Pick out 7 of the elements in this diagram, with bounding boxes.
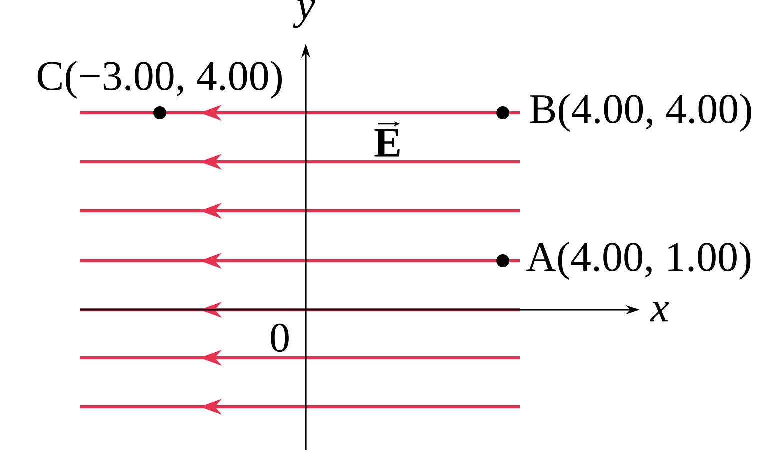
field-label: E: [374, 129, 400, 157]
point-label: C(−3.00, 4.00): [38, 60, 282, 100]
origin-label: 0: [271, 324, 289, 352]
axis-label: y: [293, 0, 316, 28]
point-label: A(4.00, 1.00): [526, 242, 751, 280]
axis-label: x: [650, 302, 670, 322]
point-label: B(4.00, 4.00): [530, 94, 752, 132]
